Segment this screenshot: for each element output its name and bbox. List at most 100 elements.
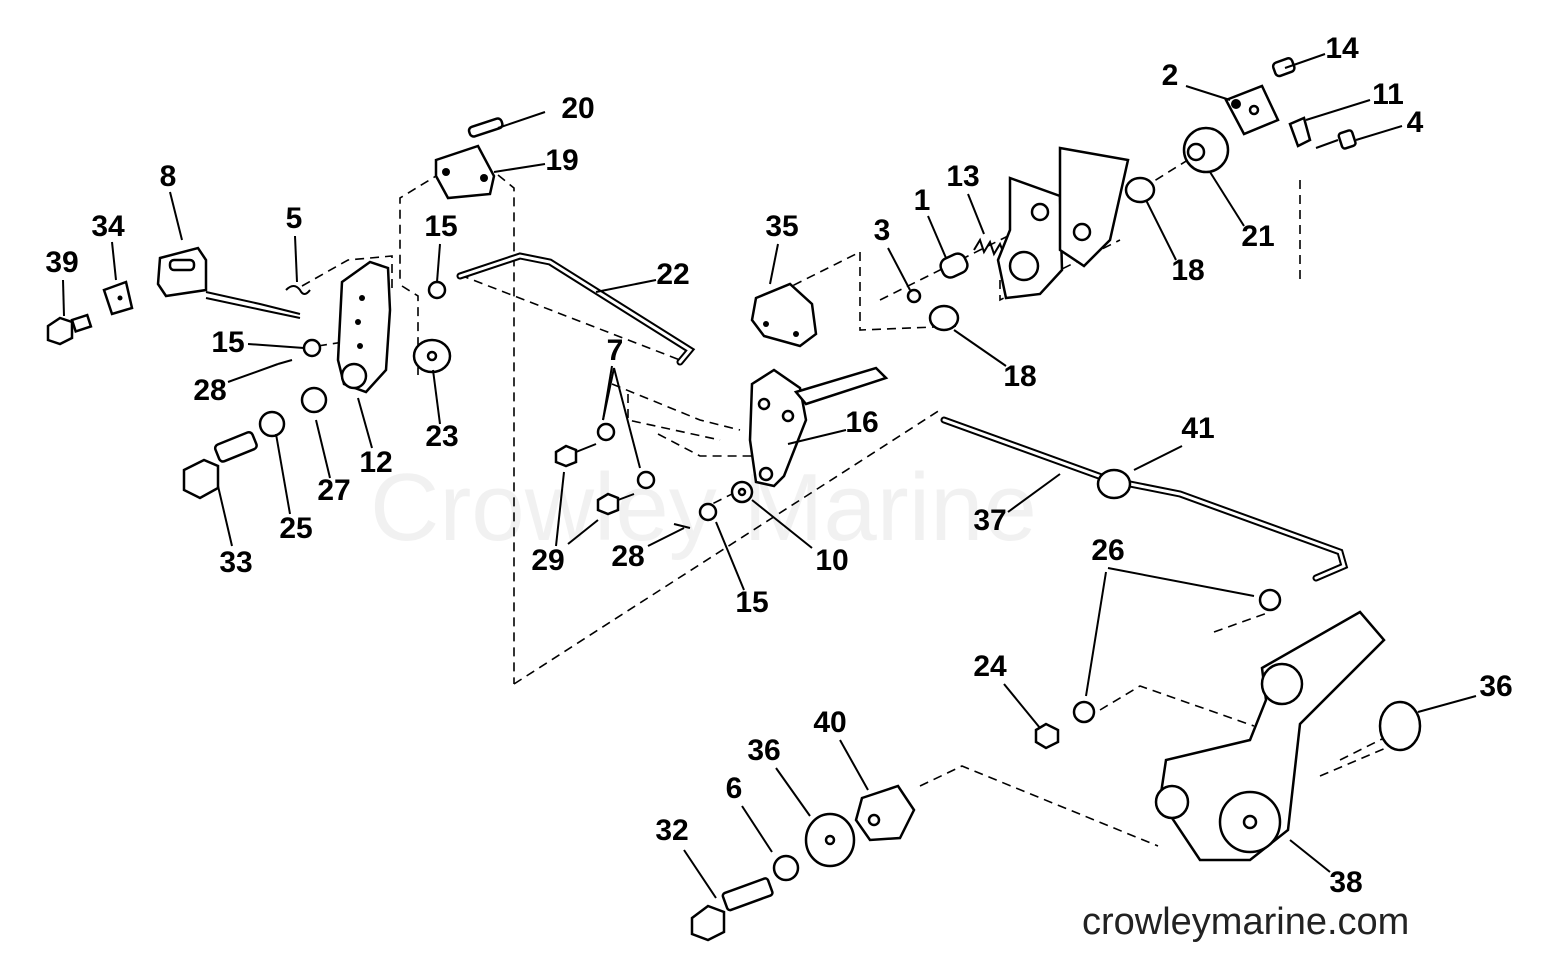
callout-label-c15a: 15 <box>424 210 457 243</box>
callout-leader-c22 <box>595 279 657 293</box>
bolt-32 <box>690 877 774 942</box>
callout-leader-c5 <box>294 235 298 283</box>
callout-label-c36a: 36 <box>747 734 780 767</box>
callout-label-c32: 32 <box>655 814 688 847</box>
callout-leader-c32 <box>683 849 717 899</box>
screw-4 <box>1315 129 1357 150</box>
callout-leader-c40 <box>839 739 869 791</box>
washer-25 <box>258 410 286 438</box>
clip-11 <box>1288 116 1312 148</box>
bolt-33 <box>182 430 258 500</box>
screws-29 <box>554 443 635 516</box>
callout-label-c33: 33 <box>219 546 252 579</box>
callout-label-c12: 12 <box>359 446 392 479</box>
callout-label-c8: 8 <box>160 160 177 193</box>
callout-label-c14: 14 <box>1325 32 1359 65</box>
callout-leader-c39 <box>62 279 65 317</box>
callout-leader-c11 <box>1305 99 1371 121</box>
callout-leader-c34 <box>111 241 117 281</box>
rod-37 <box>940 416 1349 582</box>
callout-label-c20: 20 <box>561 92 594 125</box>
callout-label-c28b: 28 <box>611 540 644 573</box>
callout-label-c19: 19 <box>545 144 578 177</box>
website-text: crowleymarine.com <box>1082 901 1409 943</box>
washer-15-left <box>302 338 322 358</box>
callout-label-c38: 38 <box>1329 866 1362 899</box>
callout-leader-c6 <box>741 805 773 853</box>
block-35 <box>750 282 818 348</box>
callout-label-c1: 1 <box>914 184 931 217</box>
callout-label-c3: 3 <box>874 214 891 247</box>
callout-label-c4: 4 <box>1407 106 1424 139</box>
callout-label-c15b: 15 <box>211 326 244 359</box>
callout-leader-c35 <box>769 243 779 285</box>
bushing-18-bottom <box>928 304 960 332</box>
callout-label-c5: 5 <box>286 202 303 235</box>
callout-leader-c36b <box>1417 695 1477 713</box>
spring-13 <box>973 237 1005 257</box>
callout-leader-c37 <box>1007 473 1061 513</box>
callout-label-c40: 40 <box>813 706 846 739</box>
callout-leader-c33 <box>217 485 233 547</box>
callout-label-c21: 21 <box>1241 220 1274 253</box>
arm-38 <box>1154 610 1386 862</box>
callout-label-c10: 10 <box>815 544 848 577</box>
washer-6 <box>772 854 800 882</box>
callout-leader-c15a <box>436 243 441 283</box>
callout-leader-c4 <box>1355 125 1403 141</box>
washer-26-top <box>1258 588 1282 612</box>
bracket-8 <box>156 246 301 319</box>
pin-28-left <box>277 359 293 365</box>
callout-leader-c28b <box>647 527 685 547</box>
pin-20 <box>467 117 504 138</box>
callout-label-c18a: 18 <box>1171 254 1204 287</box>
callout-leader-c18a <box>1145 199 1177 261</box>
callout-label-c11: 11 <box>1372 78 1404 111</box>
callout-leader-c8 <box>169 191 183 241</box>
callout-leader-c25 <box>275 433 291 515</box>
callout-label-c15c: 15 <box>735 586 768 619</box>
callout-label-c36b: 36 <box>1479 670 1512 703</box>
callout-leader-c23 <box>432 369 441 425</box>
callout-leader-c15c <box>715 521 745 591</box>
callout-label-c27: 27 <box>317 474 350 507</box>
forked-leaders <box>555 367 1255 697</box>
lever-16 <box>748 366 889 488</box>
ball-3 <box>906 288 922 304</box>
callout-label-c7: 7 <box>607 334 624 367</box>
callout-leader-c15b <box>247 343 305 349</box>
callout-leader-c2 <box>1185 85 1231 101</box>
pin-28-mid <box>673 523 691 529</box>
link-19 <box>434 144 496 200</box>
callout-label-c37: 37 <box>973 504 1006 537</box>
washer-36-right <box>1378 700 1422 752</box>
callout-leader-c10 <box>751 499 813 549</box>
plunger-1 <box>939 252 969 279</box>
callout-label-c26: 26 <box>1091 534 1124 567</box>
callout-leader-c41 <box>1133 445 1183 471</box>
callout-leader-c27 <box>315 419 331 479</box>
callout-leader-c21 <box>1209 171 1245 227</box>
callout-leader-c20 <box>497 111 546 129</box>
callout-label-c18b: 18 <box>1003 360 1036 393</box>
callout-label-c22: 22 <box>656 258 689 291</box>
callout-leader-c12 <box>357 397 373 449</box>
bushing-21 <box>1182 126 1230 174</box>
callout-label-c24: 24 <box>973 650 1007 683</box>
callout-label-c13: 13 <box>946 160 979 193</box>
callout-leader-c13 <box>967 193 985 235</box>
callout-leader-c18b <box>953 329 1007 367</box>
bushing-40 <box>854 784 916 842</box>
lever-12 <box>336 260 392 394</box>
clip-5 <box>285 285 311 295</box>
callout-leader-c28a <box>227 363 279 383</box>
callout-leader-c16 <box>787 429 847 445</box>
washer-27 <box>300 386 328 414</box>
callout-label-c6: 6 <box>726 772 743 805</box>
bushing-18-top <box>1124 176 1156 204</box>
plate-34 <box>102 280 134 316</box>
washer-26-bottom <box>1072 700 1096 724</box>
washer-15-bottom <box>698 502 718 522</box>
